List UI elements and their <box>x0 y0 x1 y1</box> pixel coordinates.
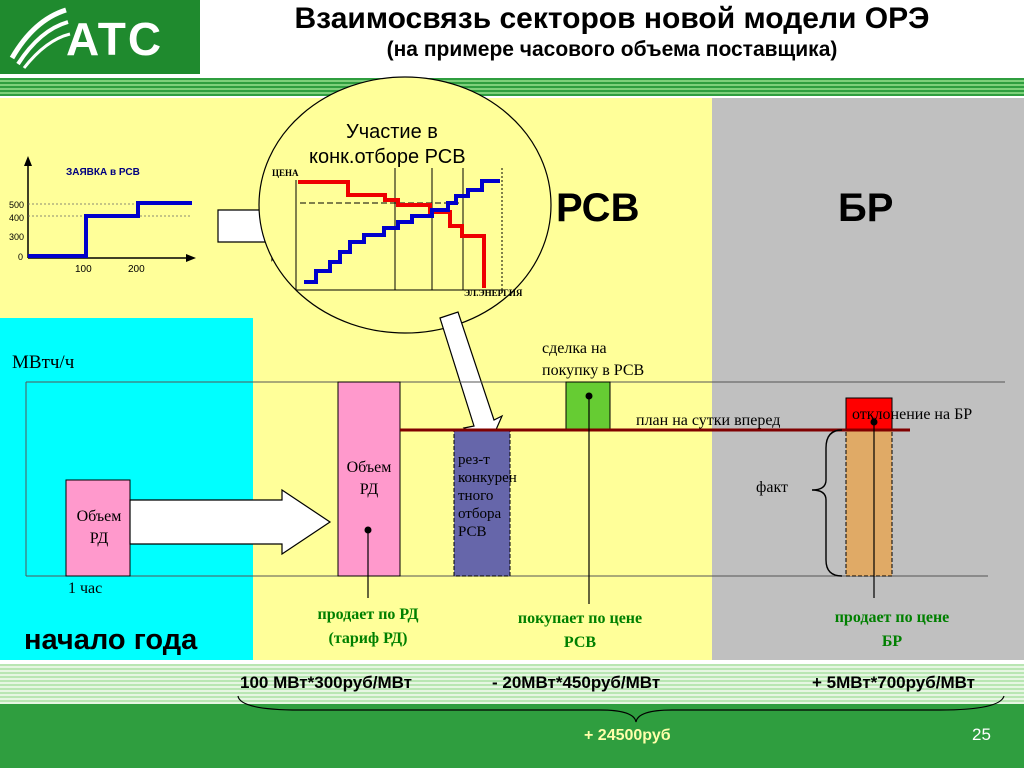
rsv-result-box <box>453 429 511 577</box>
rd-small-label-line1: Объем <box>76 508 122 525</box>
fact-brace <box>811 429 843 577</box>
fact-label: факт <box>756 479 789 496</box>
page-title: Взаимосвязь секторов новой модели ОРЭ <box>294 2 930 35</box>
buy-rsv-note-line1: покупает по цене <box>517 610 643 627</box>
formula-total: + 24500руб <box>584 727 671 744</box>
bid-tick-300: 300 <box>9 232 25 242</box>
auction-to-result-arrow-icon <box>439 311 504 449</box>
br-deviation-box <box>845 397 893 431</box>
rsv-result-line5: РСВ <box>458 524 487 540</box>
rd-transfer-arrow-icon <box>129 488 332 556</box>
rsv-result-line2: конкурен <box>458 470 517 486</box>
bid-tick-500: 500 <box>9 200 25 210</box>
rsv-result-line1: рез-т <box>458 452 490 468</box>
rsv-sector-label: РСВ <box>556 186 640 230</box>
formula-br: + 5МВт*700руб/МВт <box>812 673 976 692</box>
bid-tick-400: 400 <box>9 213 25 223</box>
rsv-result-line3: тного <box>458 488 494 504</box>
fact-box <box>845 429 893 577</box>
page-subtitle: (на примере часового объема поставщика) <box>386 38 838 61</box>
rsv-result-line4: отбора <box>458 506 502 522</box>
logo <box>0 0 200 74</box>
plan-label: план на сутки вперед <box>636 412 781 429</box>
page-number: 25 <box>972 725 991 744</box>
sell-rd-note-line2: (тариф РД) <box>328 630 408 647</box>
auction-x-label: ЭЛ.ЭНЕРГИЯ <box>464 288 523 298</box>
demand-curve <box>298 180 486 288</box>
bid-chart-x-arrow-icon <box>186 254 196 262</box>
formula-rsv: - 20МВт*450руб/МВт <box>492 673 661 692</box>
br-sector-label: БР <box>838 186 894 230</box>
header-divider <box>0 78 1024 96</box>
volume-y-unit: МВтч/ч <box>12 352 75 373</box>
rd-small-label-line2: РД <box>89 530 109 547</box>
logo-mark-icon <box>9 7 71 69</box>
total-brace <box>237 695 1005 723</box>
sell-rd-note-line1: продает по РД <box>317 606 419 623</box>
auction-y-label: ЦЕНА <box>272 168 299 178</box>
supply-curve <box>304 179 500 284</box>
rd-volume-small-box <box>65 479 131 577</box>
bid-tick-0: 0 <box>18 252 24 262</box>
formula-band <box>0 664 1024 704</box>
deal-label-line2: покупку в РСВ <box>542 362 645 379</box>
bid-curve <box>28 201 192 258</box>
bottom-band <box>0 704 1024 768</box>
bid-tick-100: 100 <box>75 264 92 275</box>
rd-volume-big-box <box>337 381 401 577</box>
bid-chart-title: ЗАЯВКА в РСВ <box>66 167 140 178</box>
bid-tick-200: 200 <box>128 264 145 275</box>
deal-label-line1: сделка на <box>542 340 607 357</box>
sell-br-note-line2: БР <box>881 633 903 650</box>
logo-text: ATC <box>66 13 164 65</box>
auction-diagram <box>258 76 552 334</box>
auction-caption-line2: конк.отборе РСВ <box>309 146 466 168</box>
volume-x-unit: 1 час <box>68 580 103 597</box>
bid-chart <box>24 156 196 262</box>
auction-caption-line1: Участие в <box>346 121 438 143</box>
buy-rsv-note-line2: РСВ <box>563 634 597 651</box>
bid-chart-y-arrow-icon <box>24 156 32 166</box>
deviation-label: отклонение на БР <box>852 406 973 423</box>
formula-rd: 100 МВт*300руб/МВт <box>240 673 412 692</box>
sell-br-note-line1: продает по цене <box>834 609 950 626</box>
rd-big-label-line2: РД <box>359 481 379 498</box>
rd-big-label-line1: Объем <box>346 459 392 476</box>
start-of-year-label: начало года <box>24 624 198 656</box>
rsv-deal-box <box>565 381 611 431</box>
